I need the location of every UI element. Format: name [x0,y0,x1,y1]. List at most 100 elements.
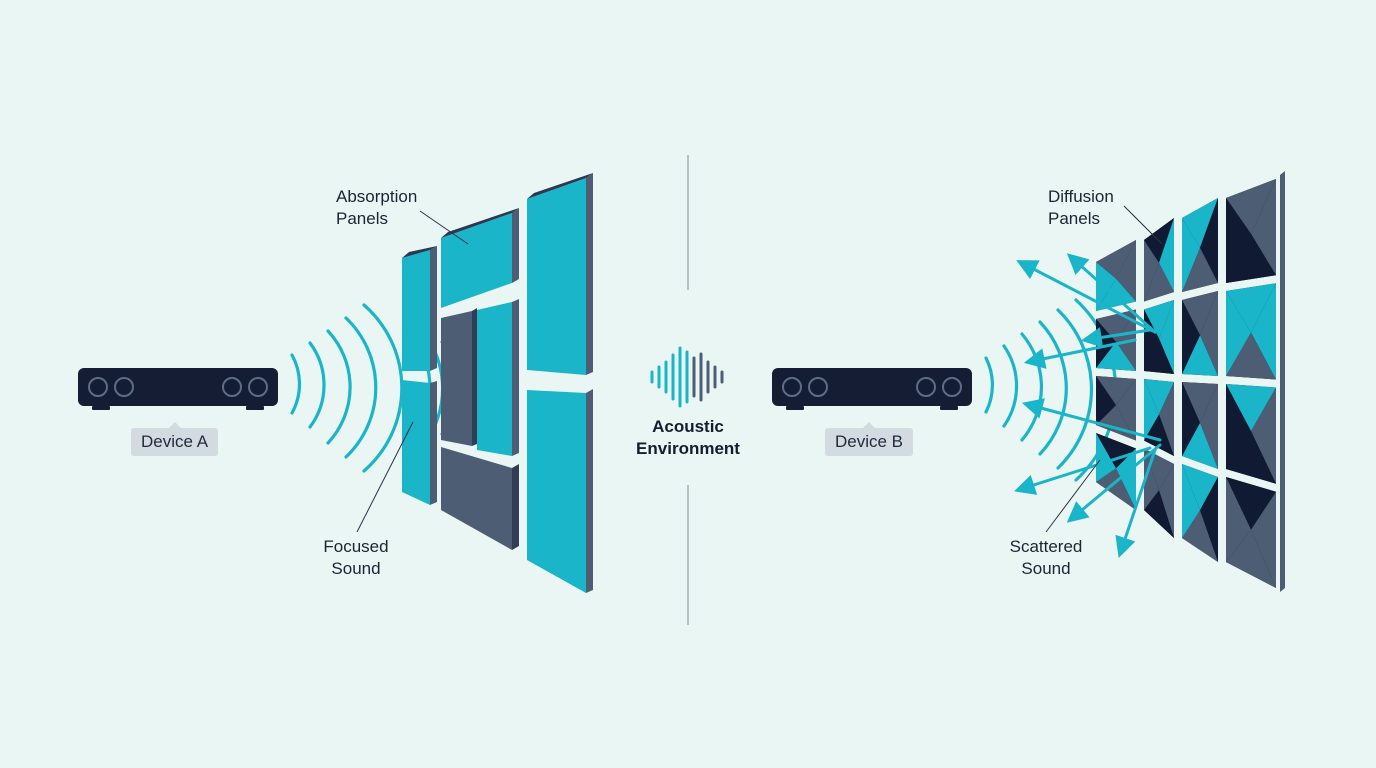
absorption-label-line2: Panels [336,209,388,228]
diffusion-facet [1144,240,1159,302]
diffusion-facet [1182,464,1200,538]
absorption-panel [441,208,519,308]
absorption-panel [441,447,519,550]
diffusion-facet [1182,382,1218,423]
scatter-arrow [1023,338,1137,369]
diffusion-facet [1182,382,1200,456]
diffusion-facet [1096,278,1136,311]
speaker-icon [88,377,108,397]
diffusion-panels-label: Diffusion Panels [1048,186,1114,230]
acoustic-environment-title: Acoustic Environment [588,416,788,460]
diffusion-facet [1226,291,1251,376]
diffusion-facet [1226,198,1251,283]
diffusion-facet [1116,448,1136,510]
diffusion-facet [1200,198,1218,283]
diffusion-panel-edge [1280,171,1285,592]
scatter-arrow [1021,398,1162,442]
scattered-sound-arrows [1013,253,1162,558]
diffusion-facet [1116,240,1136,302]
diffusion-facet [1226,233,1276,283]
focused-label-line2: Sound [331,559,381,578]
speaker-icon [808,377,828,397]
diffusion-facet [1159,464,1174,538]
absorption-panel [477,299,519,456]
scattered-sound-label: Scattered Sound [996,536,1096,580]
waveform-icon [650,346,724,408]
diffusion-leader-line [1123,205,1163,245]
absorption-panel [527,173,593,375]
absorption-panel [402,246,437,371]
speaker-icon [782,377,802,397]
diffusion-facet [1096,433,1116,482]
scatter-arrow [1080,327,1152,348]
scatter-arrow [1013,446,1152,495]
diffusion-facet [1200,291,1218,376]
diffusion-facet [1226,384,1276,432]
device-b [772,368,972,410]
diffusion-facet [1144,300,1174,339]
absorption-label-line1: Absorption [336,187,418,206]
absorption-panel [441,308,477,446]
diffusion-facet [1182,464,1218,511]
diffusion-facet [1226,332,1276,380]
absorption-panels-label: Absorption Panels [336,186,417,230]
diffusion-facet [1159,300,1174,374]
diffusion-facet [1116,309,1136,371]
title-line1: Acoustic [652,417,724,436]
diffusion-facet [1144,338,1174,374]
diffusion-facet [1200,384,1218,469]
diffusion-facet [1116,379,1136,441]
absorption-panel [402,380,437,505]
scatter-arrow [1066,253,1157,334]
diffusion-facet [1251,387,1276,484]
scattered-label-line1: Scattered [1009,537,1083,556]
speaker-icon [916,377,936,397]
diffusion-facet [1226,529,1276,588]
diffusion-facet [1144,262,1174,302]
scatter-arrow [1066,443,1162,523]
diffusion-facet [1096,468,1136,510]
scatter-arrow [1115,448,1157,558]
diffusion-facet [1226,477,1276,530]
diffusion-facet [1096,341,1136,371]
absorption-leader-line [419,210,469,245]
focused-sound-label: Focused Sound [306,536,406,580]
diffusion-facet [1182,510,1218,562]
scattered-label-line2: Sound [1021,559,1071,578]
device-b-tag: Device B [825,422,914,456]
scatter-arrow [1016,260,1157,334]
diffusion-facet [1251,179,1276,276]
diffusion-facet [1182,300,1200,374]
title-line2: Environment [636,439,740,458]
diffusion-facet [1182,291,1218,336]
diffusion-facet [1144,379,1159,441]
speaker-icon [114,377,134,397]
diffusion-facet [1182,422,1218,469]
diffusion-facet [1226,431,1276,484]
scattered-leader-line [1045,459,1101,533]
diffusion-facet [1226,384,1251,469]
diffusion-facet [1144,448,1159,510]
focused-leader-line [356,421,414,533]
device-a [78,368,278,410]
diffusion-facet [1144,414,1174,456]
absorption-panel [527,389,593,593]
focused-label-line1: Focused [323,537,389,556]
diffusion-label-line1: Diffusion [1048,187,1114,206]
diffusion-facet [1144,490,1174,538]
absorption-panels [402,173,593,593]
diffusion-panels [1096,171,1285,592]
diffusion-facet [1159,382,1174,456]
diffusion-facet [1096,240,1136,279]
diffusion-facet [1251,491,1276,588]
speaker-icon [248,377,268,397]
diffusion-facet [1226,179,1276,234]
speaker-icon [222,377,242,397]
diffusion-facet [1200,477,1218,562]
diffusion-facet [1226,283,1276,333]
diffusion-facet [1182,218,1200,292]
diffusion-facet [1096,376,1116,425]
diffusion-facet [1159,218,1174,292]
